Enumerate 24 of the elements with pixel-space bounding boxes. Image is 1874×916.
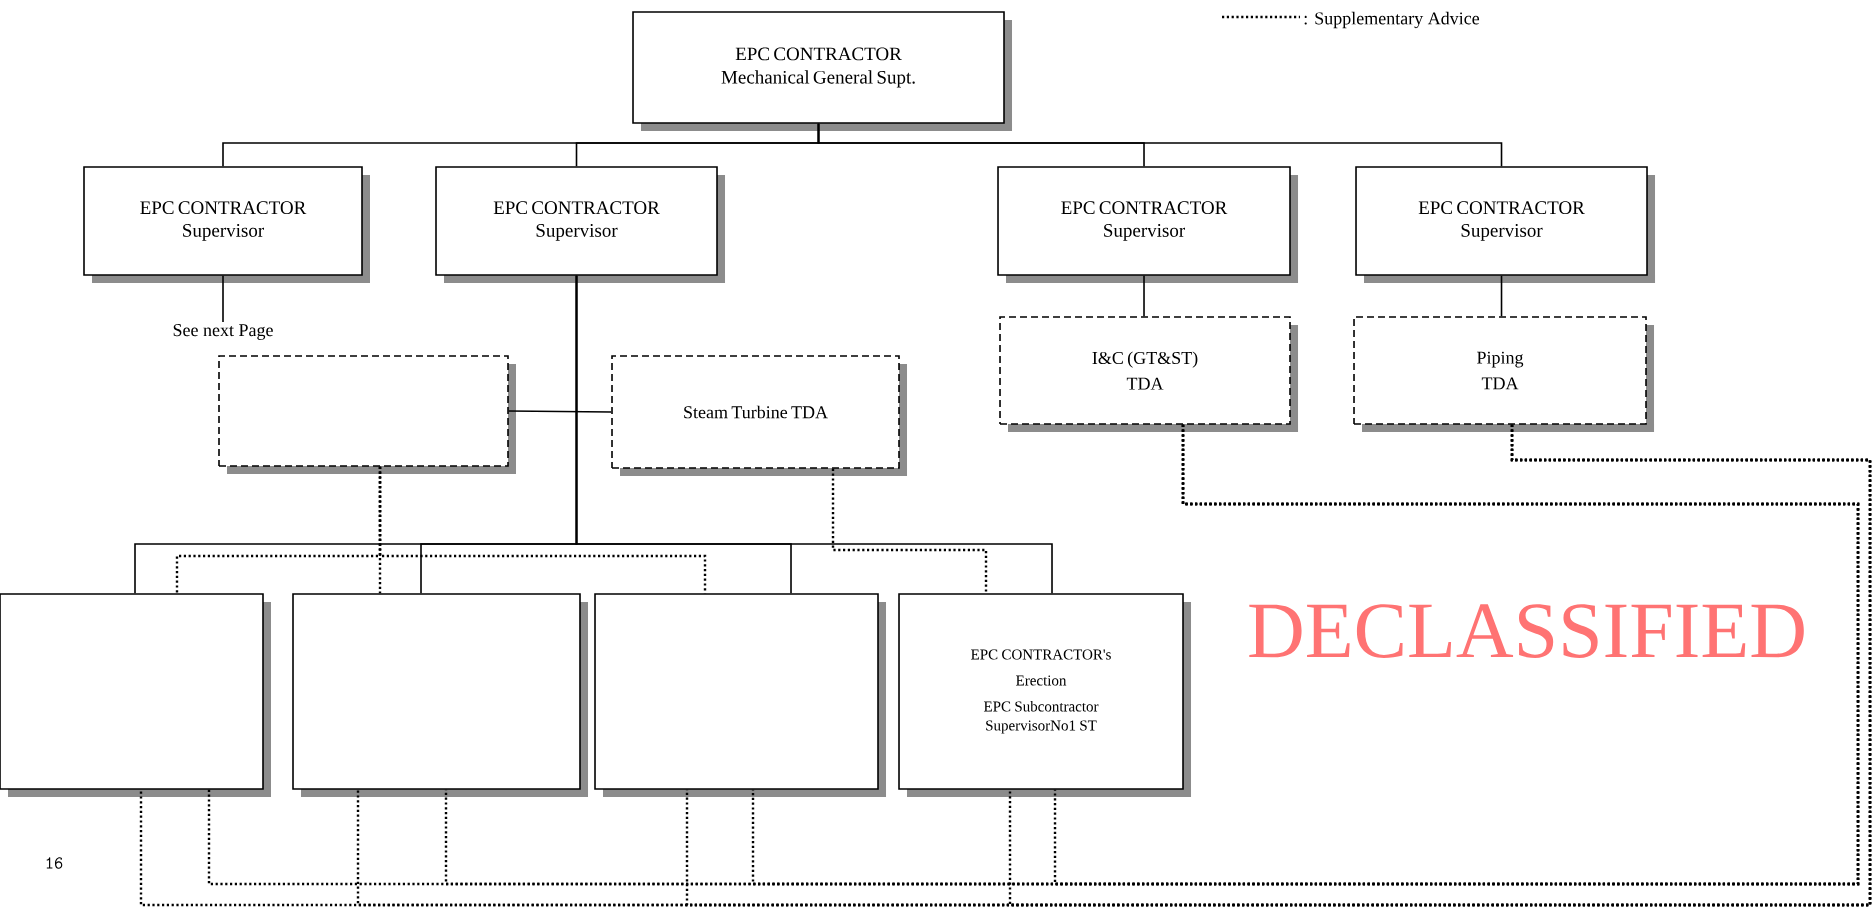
note-text: See next Page bbox=[173, 324, 273, 340]
org-box: Steam Turbine TDA bbox=[611, 355, 907, 476]
org-box: EPC CONTRACTOR Supervisor bbox=[997, 166, 1298, 283]
connector-line bbox=[575, 275, 1053, 594]
legend-text: : Supplementary Advice bbox=[1304, 11, 1480, 29]
org-box bbox=[218, 355, 516, 474]
connector-line bbox=[817, 123, 1503, 167]
connector-line bbox=[222, 275, 224, 323]
org-box: Piping TDA bbox=[1353, 316, 1654, 432]
org-box: EPC CONTRACTOR Mechanical General Supt. bbox=[632, 11, 1012, 131]
org-box bbox=[292, 593, 588, 797]
connector-line bbox=[1500, 275, 1503, 317]
org-box: EPC CONTRACTOR Supervisor bbox=[435, 166, 725, 283]
org-box: EPC CONTRACTOR Supervisor bbox=[1355, 166, 1655, 283]
stamp-text: DECLASSIFIED bbox=[1249, 604, 1804, 658]
connector-line bbox=[508, 410, 612, 413]
connector-line bbox=[1143, 275, 1145, 317]
dotted-line bbox=[831, 468, 988, 594]
org-box: EPC CONTRACTOR Supervisor bbox=[83, 166, 370, 283]
org-box: I&C (GT&ST) TDA bbox=[999, 316, 1298, 432]
org-box bbox=[594, 593, 886, 797]
org-box: EPC CONTRACTOR's Erection EPC Subcontractor SupervisorNo1 ST bbox=[898, 593, 1191, 797]
org-box bbox=[0, 593, 271, 797]
page-number: 16 bbox=[46, 857, 63, 869]
